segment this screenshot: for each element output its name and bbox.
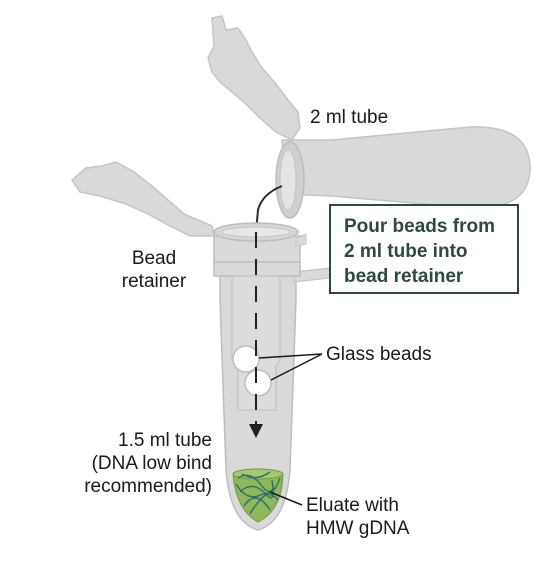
dna-strands xyxy=(235,471,281,515)
callout-line-3: bead retainer xyxy=(344,266,464,287)
pour-stream xyxy=(255,185,283,233)
label-bead-retainer-line-2: retainer xyxy=(121,271,187,292)
glass-bead-bottom xyxy=(244,369,272,397)
label-glass-beads: Glass beads xyxy=(326,344,432,365)
callout-line-1: Pour beads from xyxy=(344,216,495,237)
label-bead-retainer-line-1: Bead xyxy=(131,248,177,269)
label-15ml-tube-line-3: recommended) xyxy=(84,476,212,497)
callout-line-2: 2 ml tube into xyxy=(344,241,468,262)
label-bead-retainer: Bead retainer xyxy=(106,247,202,293)
tube-2ml-lid xyxy=(207,15,301,141)
instruction-callout: Pour beads from 2 ml tube into bead reta… xyxy=(329,204,519,294)
glass-beads-leader xyxy=(258,353,323,381)
label-15ml-tube: 1.5 ml tube (DNA low bind recommended) xyxy=(54,429,212,498)
label-eluate-line-2: HMW gDNA xyxy=(306,518,410,539)
tube-2ml-body xyxy=(281,126,531,209)
label-15ml-tube-line-1: 1.5 ml tube xyxy=(118,430,212,451)
retainer-lid xyxy=(71,161,215,237)
eluate-leader xyxy=(269,491,303,506)
label-eluate: Eluate with HMW gDNA xyxy=(306,494,409,540)
label-15ml-tube-line-2: (DNA low bind xyxy=(91,453,212,474)
label-eluate-line-1: Eluate with xyxy=(306,495,399,516)
flow-arrow-head xyxy=(249,424,263,438)
glass-bead-top xyxy=(232,345,260,373)
label-2ml-tube: 2 ml tube xyxy=(310,107,389,128)
